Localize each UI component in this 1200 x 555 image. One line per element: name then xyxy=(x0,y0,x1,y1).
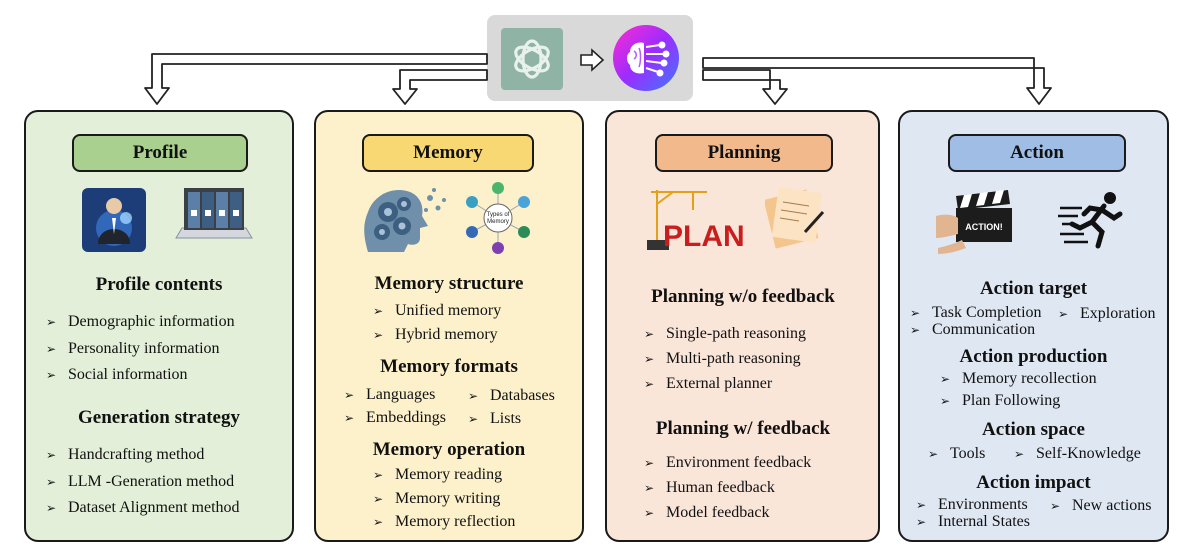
businessman-icon xyxy=(82,188,146,257)
action-item: ➢Exploration xyxy=(1058,305,1156,322)
memory-formats-title: Memory formats xyxy=(380,356,518,377)
right-arrow-icon xyxy=(579,48,605,77)
planning-item: ➢Multi-path reasoning xyxy=(644,350,801,367)
action-header: Action xyxy=(948,134,1126,172)
notes-pen-icon xyxy=(763,184,829,255)
profile-item: ➢LLM -Generation method xyxy=(46,473,235,490)
connector-arrows xyxy=(144,53,1052,105)
profile-contents-title: Profile contents xyxy=(95,274,223,295)
planning-item: ➢Human feedback xyxy=(644,479,775,496)
profile-item: ➢Demographic information xyxy=(46,313,235,330)
memory-item: ➢Memory reading xyxy=(373,466,503,483)
planning-item: ➢Single-path reasoning xyxy=(644,325,806,342)
memory-item: ➢Memory writing xyxy=(373,490,501,507)
action-item: ➢Memory recollection xyxy=(940,370,1097,387)
svg-text:Types of: Types of xyxy=(487,212,510,218)
planning-with-feedback-title: Planning w/ feedback xyxy=(655,418,831,439)
svg-text:Memory: Memory xyxy=(487,219,509,225)
action-target-title: Action target xyxy=(979,278,1088,299)
memory-item: ➢Languages xyxy=(344,386,436,403)
action-item: ➢Communication xyxy=(910,321,1036,338)
action-item: ➢Self-Knowledge xyxy=(1014,445,1141,462)
clapperboard-icon: ACTION! xyxy=(936,188,1016,259)
action-item: ➢Internal States xyxy=(916,513,1030,530)
action-item: ➢Environments xyxy=(916,496,1028,513)
memory-operation-title: Memory operation xyxy=(372,439,526,460)
memory-item: ➢Lists xyxy=(468,410,522,427)
svg-text:PLAN: PLAN xyxy=(663,220,745,252)
profile-item: ➢Personality information xyxy=(46,340,220,357)
profile-item: ➢Dataset Alignment method xyxy=(46,499,240,516)
memory-item: ➢Unified memory xyxy=(373,302,502,319)
action-item: ➢Plan Following xyxy=(940,392,1061,409)
memory-panel: Memory Types xyxy=(314,110,584,542)
planning-item: ➢Model feedback xyxy=(644,504,770,521)
openai-logo-icon xyxy=(501,28,563,90)
action-panel: Action ACTION! Act xyxy=(898,110,1169,542)
action-item: ➢New actions xyxy=(1050,497,1152,514)
memory-structure-title: Memory structure xyxy=(374,273,524,294)
crane-plan-icon: PLAN xyxy=(643,184,749,257)
memory-header: Memory xyxy=(362,134,534,172)
running-man-icon xyxy=(1058,188,1126,257)
memory-item: ➢Databases xyxy=(468,387,555,404)
action-production-title: Action production xyxy=(959,346,1108,367)
planning-without-feedback-title: Planning w/o feedback xyxy=(651,286,835,307)
memory-item: ➢Memory reflection xyxy=(373,513,516,530)
ai-brain-icon xyxy=(613,25,679,91)
profile-item: ➢Handcrafting method xyxy=(46,446,205,463)
planning-item: ➢Environment feedback xyxy=(644,454,812,471)
generation-strategy-title: Generation strategy xyxy=(78,407,240,428)
profile-item: ➢Social information xyxy=(46,366,188,383)
svg-text:ACTION!: ACTION! xyxy=(965,222,1003,232)
action-space-title: Action space xyxy=(982,419,1085,440)
planning-panel: Planning PLAN Planning w/o feedback ➢Sin… xyxy=(605,110,880,542)
memory-types-diagram-icon: Types of Memory xyxy=(460,178,536,261)
file-cabinet-laptop-icon xyxy=(172,184,254,255)
memory-item: ➢Hybrid memory xyxy=(373,326,498,343)
memory-item: ➢Embeddings xyxy=(344,409,446,426)
action-item: ➢Task Completion xyxy=(910,304,1042,321)
planning-header: Planning xyxy=(655,134,833,172)
gear-head-icon xyxy=(358,182,452,259)
planning-item: ➢External planner xyxy=(644,375,773,392)
action-item: ➢Tools xyxy=(928,445,986,462)
llm-model-badge xyxy=(487,15,693,101)
profile-panel: Profile Profile contents ➢Demographic in… xyxy=(24,110,294,542)
profile-header: Profile xyxy=(72,134,248,172)
action-impact-title: Action impact xyxy=(976,472,1091,493)
